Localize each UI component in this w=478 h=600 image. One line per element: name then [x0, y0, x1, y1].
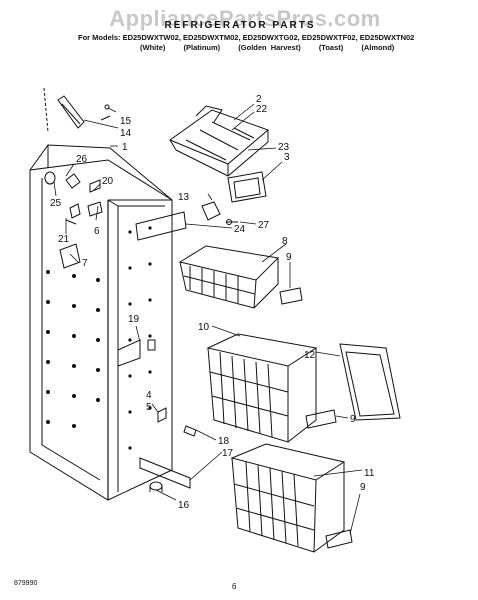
color-toast: (Toast) [318, 43, 344, 52]
callout-15: 15 [120, 116, 132, 127]
ice-tray-assembly [168, 105, 269, 177]
models-label: For Models: [78, 33, 121, 42]
models-line: For Models: ED25DWXTW02, ED25DWXTM02, ED… [78, 33, 414, 42]
color-almond: (Almond) [361, 43, 395, 52]
basket-rail-9c [325, 529, 353, 549]
callout-19: 19 [128, 314, 140, 325]
callout-6: 6 [94, 226, 100, 237]
callout-26: 26 [76, 154, 88, 165]
control-parts [44, 171, 103, 269]
callout-25: 25 [50, 198, 62, 209]
callout-9-b: 9 [350, 414, 356, 425]
callout-4: 4 [146, 390, 152, 401]
callout-17: 17 [222, 448, 234, 459]
fan-motor-part [201, 201, 238, 225]
document-code: 879990 [14, 580, 38, 587]
watermark-logo: AppliancePartsPros.com [109, 6, 381, 31]
page-number: 6 [232, 582, 237, 591]
slide-rail-parts [139, 407, 197, 492]
ice-bin-cover [227, 171, 267, 203]
callout-23: 23 [278, 142, 290, 153]
callout-7: 7 [82, 258, 88, 269]
callout-18: 18 [218, 436, 230, 447]
basket-rail-9a [279, 287, 303, 305]
callout-12: 12 [304, 350, 316, 361]
color-platinum: (Platinum) [183, 43, 221, 52]
freezer-liner [29, 144, 173, 501]
callout-21: 21 [58, 234, 70, 245]
colors-line: (White) (Platinum) (Golden Harvest) (Toa… [140, 43, 408, 52]
leader-lines [53, 103, 363, 535]
basket-rail-9b [305, 409, 337, 429]
callout-22: 22 [256, 104, 268, 115]
page-title: REFRIGERATOR PARTS [164, 20, 316, 31]
wire-basket-11 [230, 443, 346, 553]
callout-10: 10 [198, 322, 210, 333]
wire-basket-10 [206, 333, 318, 443]
wire-basket-8 [178, 245, 280, 309]
callout-2: 2 [256, 94, 262, 105]
liner-side-holes [128, 226, 152, 450]
callout-9-a: 9 [286, 252, 292, 263]
liner-rear-holes [46, 270, 100, 428]
callout-1: 1 [122, 142, 128, 153]
callout-13: 13 [178, 192, 190, 203]
callout-9-c: 9 [360, 482, 366, 493]
top-bracket [43, 87, 111, 133]
callout-24: 24 [234, 224, 246, 235]
callout-11: 11 [364, 468, 375, 479]
divider-panel [339, 343, 401, 421]
callout-27: 27 [258, 220, 270, 231]
trim-strip [135, 211, 187, 241]
callout-14: 14 [120, 128, 132, 139]
color-white: (White) [140, 43, 166, 52]
models-list: ED25DWXTW02, ED25DWXTM02, ED25DWXTG02, E… [122, 33, 415, 42]
callout-20: 20 [102, 176, 114, 187]
callout-3: 3 [284, 152, 290, 163]
callout-16: 16 [178, 500, 190, 511]
color-golden-harvest: (Golden Harvest) [238, 43, 301, 52]
callout-8: 8 [282, 236, 288, 247]
callout-labels: 1 2 3 4 5 6 7 8 9 9 9 10 11 12 13 14 15 … [50, 94, 375, 511]
callout-5: 5 [146, 402, 152, 413]
